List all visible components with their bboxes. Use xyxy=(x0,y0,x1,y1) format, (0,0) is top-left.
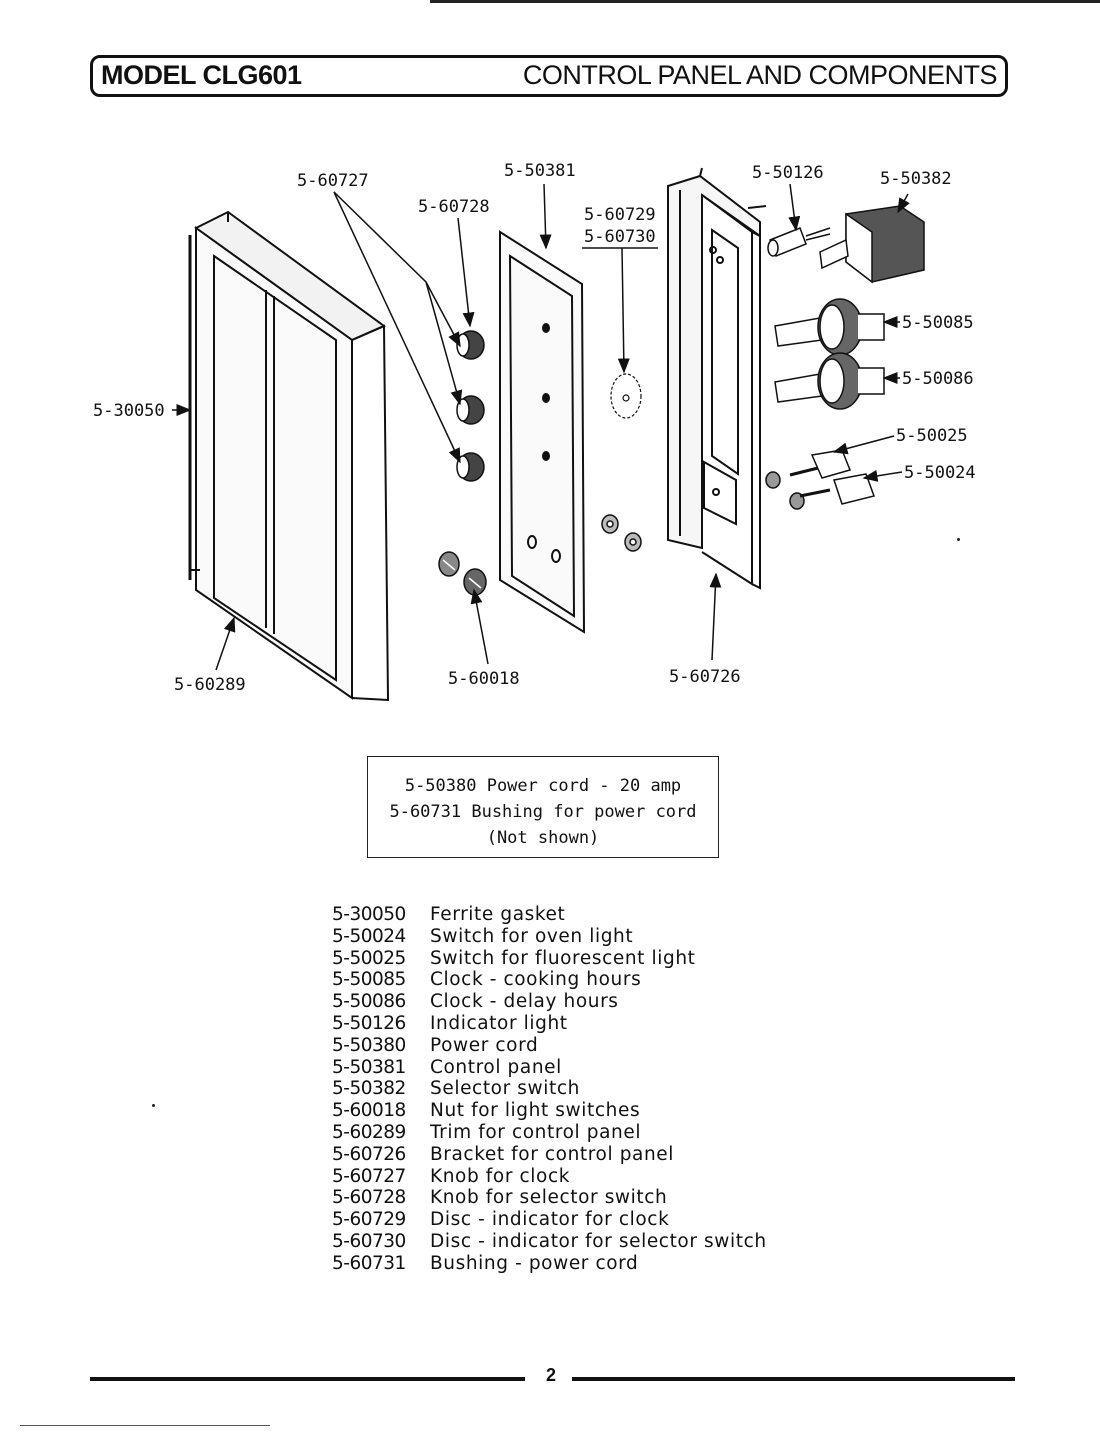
footer-rule-left xyxy=(90,1377,525,1381)
parts-list-item: 5-50380 Power cord xyxy=(332,1035,852,1057)
callout-5-30050: 5-30050 xyxy=(93,401,165,421)
parts-list-item: 5-60726 Bracket for control panel xyxy=(332,1144,852,1166)
control-panel xyxy=(499,230,586,634)
parts-list-item: 5-50086 Clock - delay hours xyxy=(332,991,852,1013)
callout-5-50382: 5-50382 xyxy=(880,169,952,189)
page-header: MODEL CLG601 CONTROL PANEL AND COMPONENT… xyxy=(90,55,1008,97)
part-number: 5-50380 xyxy=(332,1034,406,1056)
part-description: Ferrite gasket xyxy=(430,904,566,925)
note-line-bushing: 5-60731 Bushing for power cord xyxy=(389,802,697,822)
part-number: 5-60018 xyxy=(332,1100,406,1122)
clock-delay-hours xyxy=(774,352,885,410)
knobs xyxy=(456,330,485,482)
trim-frame xyxy=(188,210,390,702)
part-number: 5-50025 xyxy=(332,947,406,969)
parts-list-item: 5-50024 Switch for oven light xyxy=(332,926,852,948)
callout-5-60728: 5-60728 xyxy=(418,197,490,217)
exploded-parts-diagram: 5-60727 5-60728 5-50381 5-60729 5-60730 … xyxy=(93,161,976,702)
part-number: 5-60728 xyxy=(332,1187,406,1209)
parts-list-item: 5-50025 Switch for fluorescent light xyxy=(332,948,852,970)
callout-5-50086: 5-50086 xyxy=(902,369,974,389)
part-number: 5-60727 xyxy=(332,1165,406,1187)
part-description: Bushing - power cord xyxy=(430,1252,639,1274)
part-description: Power cord xyxy=(430,1034,539,1056)
parts-list-item: 5-60289 Trim for control panel xyxy=(332,1122,852,1144)
part-description: Knob for selector switch xyxy=(430,1187,668,1209)
parts-list-item: 5-30050 Ferrite gasket xyxy=(332,904,852,926)
parts-list-item: 5-60729 Disc - indicator for clock xyxy=(332,1209,852,1231)
switch-nuts xyxy=(438,551,487,596)
part-description: Switch for fluorescent light xyxy=(430,947,696,969)
callout-5-60727: 5-60727 xyxy=(297,171,369,191)
part-description: Bracket for control panel xyxy=(430,1143,675,1165)
callout-5-60018: 5-60018 xyxy=(448,669,520,689)
part-description: Clock - delay hours xyxy=(430,991,619,1013)
callout-5-50024: 5-50024 xyxy=(904,463,976,483)
parts-list-item: 5-60731 Bushing - power cord xyxy=(332,1253,852,1275)
callout-5-60729: 5-60729 xyxy=(584,205,656,225)
model-title: MODEL CLG601 xyxy=(101,60,302,90)
part-description: Indicator light xyxy=(430,1012,568,1034)
selector-switch xyxy=(819,205,925,284)
part-number: 5-60729 xyxy=(332,1209,406,1231)
parts-list-item: 5-60728 Knob for selector switch xyxy=(332,1187,852,1209)
section-title: CONTROL PANEL AND COMPONENTS xyxy=(522,60,998,90)
part-description: Disc - indicator for selector switch xyxy=(430,1230,767,1252)
part-number: 5-50382 xyxy=(332,1078,406,1100)
part-description: Nut for light switches xyxy=(430,1100,641,1122)
callout-5-50085: 5-50085 xyxy=(902,313,974,333)
part-number: 5-60730 xyxy=(332,1230,406,1252)
parts-list-item: 5-50085 Clock - cooking hours xyxy=(332,969,852,991)
not-shown-note: 5-50380 Power cord - 20 amp 5-60731 Bush… xyxy=(367,756,719,858)
callout-5-50381: 5-50381 xyxy=(504,161,576,181)
part-description: Disc - indicator for clock xyxy=(430,1209,670,1231)
note-line-power-cord: 5-50380 Power cord - 20 amp xyxy=(404,776,682,796)
part-description: Knob for clock xyxy=(430,1165,571,1187)
callout-5-50126: 5-50126 xyxy=(752,163,824,183)
part-description: Trim for control panel xyxy=(430,1121,642,1143)
part-number: 5-60289 xyxy=(332,1121,406,1143)
indicator-disc xyxy=(610,373,642,419)
callout-5-60289: 5-60289 xyxy=(174,675,246,695)
bottom-scan-rule xyxy=(20,1425,270,1426)
part-number: 5-30050 xyxy=(332,904,406,925)
part-number: 5-50381 xyxy=(332,1056,406,1078)
footer-rule-right xyxy=(572,1377,1015,1381)
part-description: Switch for oven light xyxy=(430,925,634,947)
part-description: Clock - cooking hours xyxy=(430,969,642,991)
parts-list-item: 5-50381 Control panel xyxy=(332,1057,852,1079)
parts-list-item: 5-50382 Selector switch xyxy=(332,1078,852,1100)
top-rule xyxy=(430,0,1100,3)
washers xyxy=(601,514,642,552)
callout-5-50025: 5-50025 xyxy=(896,426,968,446)
parts-list-item: 5-50126 Indicator light xyxy=(332,1013,852,1035)
part-number: 5-50024 xyxy=(332,925,406,947)
leader-lines xyxy=(172,183,910,671)
scan-speck xyxy=(957,538,960,541)
note-line-not-shown: (Not shown) xyxy=(486,828,600,848)
part-number: 5-50085 xyxy=(332,969,406,991)
part-description: Selector switch xyxy=(430,1078,580,1100)
clock-cooking-hours xyxy=(774,298,885,356)
part-number: 5-50086 xyxy=(332,991,406,1013)
bracket xyxy=(667,167,767,590)
parts-list-item: 5-60730 Disc - indicator for selector swi… xyxy=(332,1231,852,1253)
part-number: 5-60726 xyxy=(332,1143,406,1165)
callout-5-60730: 5-60730 xyxy=(584,227,656,247)
part-description: Control panel xyxy=(430,1056,562,1078)
light-switches xyxy=(765,449,875,510)
scan-speck xyxy=(152,1104,155,1107)
indicator-light xyxy=(767,227,831,257)
part-number: 5-50126 xyxy=(332,1012,406,1034)
part-number: 5-60731 xyxy=(332,1252,406,1274)
parts-list-item: 5-60018 Nut for light switches xyxy=(332,1100,852,1122)
page-number: 2 xyxy=(545,1365,556,1385)
parts-list-item: 5-60727 Knob for clock xyxy=(332,1166,852,1188)
callout-5-60726: 5-60726 xyxy=(669,667,741,687)
